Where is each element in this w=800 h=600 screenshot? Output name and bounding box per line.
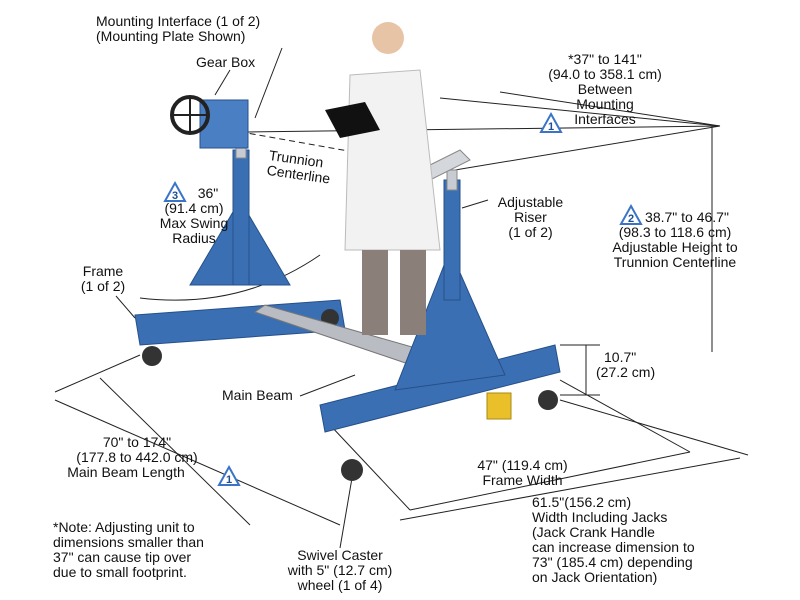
- badge-number: 2: [628, 213, 634, 225]
- label-main-beam-length: 70" to 174" (177.8 to 442.0 cm) Main Bea…: [67, 434, 198, 480]
- label-gear-box: Gear Box: [196, 54, 256, 70]
- badge-number: 1: [548, 121, 554, 133]
- dimension-lines: [54, 47, 749, 549]
- technician-figure: [325, 22, 441, 335]
- label-jack-height: 10.7" (27.2 cm): [596, 349, 656, 380]
- label-swing-radius: 36" (91.4 cm) Max Swing Radius: [159, 185, 229, 246]
- note-tip-over: *Note: Adjusting unit to dimensions smal…: [53, 519, 204, 580]
- swing-radius-arc: [139, 254, 321, 301]
- label-frame-width: 47" (119.4 cm) Frame Width: [477, 457, 568, 488]
- label-mounting-interface: Mounting Interface (1 of 2) (Mounting Pl…: [96, 13, 261, 44]
- gear-box: [170, 95, 249, 149]
- label-between-interfaces: *37" to 141" (94.0 to 358.1 cm) Between …: [548, 51, 662, 127]
- badge-number: 3: [172, 190, 178, 202]
- badge-number: 1: [226, 474, 232, 486]
- label-width-including-jacks: 61.5"(156.2 cm) Width Including Jacks (J…: [532, 494, 695, 585]
- right-frame: [319, 149, 561, 481]
- label-frame: Frame (1 of 2): [80, 263, 126, 294]
- label-adjustable-height: 38.7" to 46.7" (98.3 to 118.6 cm) Adjust…: [612, 209, 738, 270]
- left-frame: [134, 137, 346, 366]
- label-swivel-caster: Swivel Caster with 5" (12.7 cm) wheel (1…: [287, 547, 393, 593]
- label-main-beam: Main Beam: [222, 387, 293, 403]
- label-adjustable-riser: Adjustable Riser (1 of 2): [497, 194, 564, 240]
